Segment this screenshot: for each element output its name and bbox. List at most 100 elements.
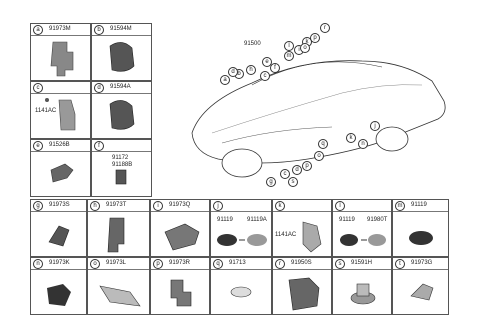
bracket-icon [302,221,322,253]
cell-letter: g [33,201,43,211]
clip-icon [50,41,74,77]
callout-e: e [262,57,272,67]
grommet-icon [350,283,376,305]
part-number: 91188B [112,162,133,168]
cell-letter: s [335,259,345,269]
cell-letter: m [395,201,405,211]
cell-j: j 91119 91119A [210,199,272,257]
part-number: 91973K [49,260,70,266]
grommet-icon [109,100,135,130]
cell-l: l 91119 91980T [332,199,392,257]
cell-letter: l [335,201,345,211]
part-number: 91980T [367,217,388,223]
part-number: 91119A [247,217,267,223]
part-number: 91119 [411,202,427,208]
cell-q: q 91713 [210,257,272,315]
cell-letter: b [94,25,104,35]
grommet-pair-icon [340,234,386,246]
part-number: 91973Q [169,202,191,208]
cell-letter: a [33,25,43,35]
cell-f: f 91172 91188B [91,139,152,197]
callout-o: o [300,43,310,53]
cell-r: r 91950S [272,257,332,315]
cell-letter: c [33,83,43,93]
cell-letter: q [213,259,223,269]
callout-q: q [318,139,328,149]
part-number: 91973T [106,202,127,208]
cell-p: p 91973R [150,257,210,315]
callout-l: l [284,41,294,51]
callout-o: o [314,151,324,161]
part-number: 91973S [49,202,70,208]
part-number: 91973L [106,260,127,266]
cell-n: n 91973K [30,257,87,315]
cell-letter: r [275,259,285,269]
callout-r: r [320,23,330,33]
cell-letter: j [213,201,223,211]
clip-icon [50,163,74,183]
callout-m: m [284,51,294,61]
cell-o: o 91973L [87,257,150,315]
callout-d: d [228,67,238,77]
cell-letter: k [275,201,285,211]
clip-icon [48,225,70,247]
cell-g: g 91973S [30,199,87,257]
cell-letter: h [90,201,100,211]
connector-icon [115,169,127,185]
cell-h: h 91973T [87,199,150,257]
cell-letter: t [395,259,405,269]
callout-a: a [220,75,230,85]
callout-j: j [370,121,380,131]
callout-p: p [302,161,312,171]
cell-d: d 91594A [91,81,152,139]
callout-g: g [266,177,276,187]
part-number: 91973R [169,260,191,266]
cell-letter: n [33,259,43,269]
cell-t: t 91973G [392,257,449,315]
part-number: 91950S [291,260,312,266]
clip-icon [47,284,71,306]
grommet-pair-icon [217,234,267,246]
part-number: 91973M [49,26,71,32]
callout-c: c [260,71,270,81]
callout-h: h [246,65,256,75]
callout-s: s [288,177,298,187]
part-number: 91594A [110,84,131,90]
grommet-icon [109,42,135,72]
part-number: 91973G [411,260,433,266]
cell-letter: e [33,141,43,151]
vehicle-diagram: 91500 l i m k r p o b h a d c f e g s o … [152,23,452,197]
cell-c: c 1141AC [30,81,91,139]
callout-d: d [292,165,302,175]
bracket-icon [164,223,200,251]
part-number: 91119 [217,217,233,223]
car-outline [191,60,446,178]
sub-part: 1141AC [275,232,297,238]
clip-icon [170,279,192,307]
part-number: 91713 [229,260,246,266]
part-number: 91119 [339,217,355,223]
cell-a: a 91973M [30,23,91,81]
cell-letter: p [153,259,163,269]
callout-n: n [358,139,368,149]
cell-letter: d [94,83,104,93]
cell-letter: i [153,201,163,211]
part-number: 91594M [110,26,132,32]
cell-letter: f [94,141,104,151]
cell-m: m 91119 [392,199,449,257]
cell-letter: o [90,259,100,269]
main-part-number: 91500 [244,41,261,47]
clip-icon [410,283,434,301]
callout-f: f [270,63,280,73]
protector-icon [99,285,141,307]
cell-e: e 91526B [30,139,91,197]
callout-k: k [346,133,356,143]
bracket-icon [45,98,76,131]
cell-i: i 91973Q [150,199,210,257]
cell-k: k 1141AC [272,199,332,257]
clip-icon [107,217,125,253]
part-number: 91526B [49,142,70,148]
sub-part: 1141AC [35,108,57,114]
cell-b: b 91594M [91,23,152,81]
